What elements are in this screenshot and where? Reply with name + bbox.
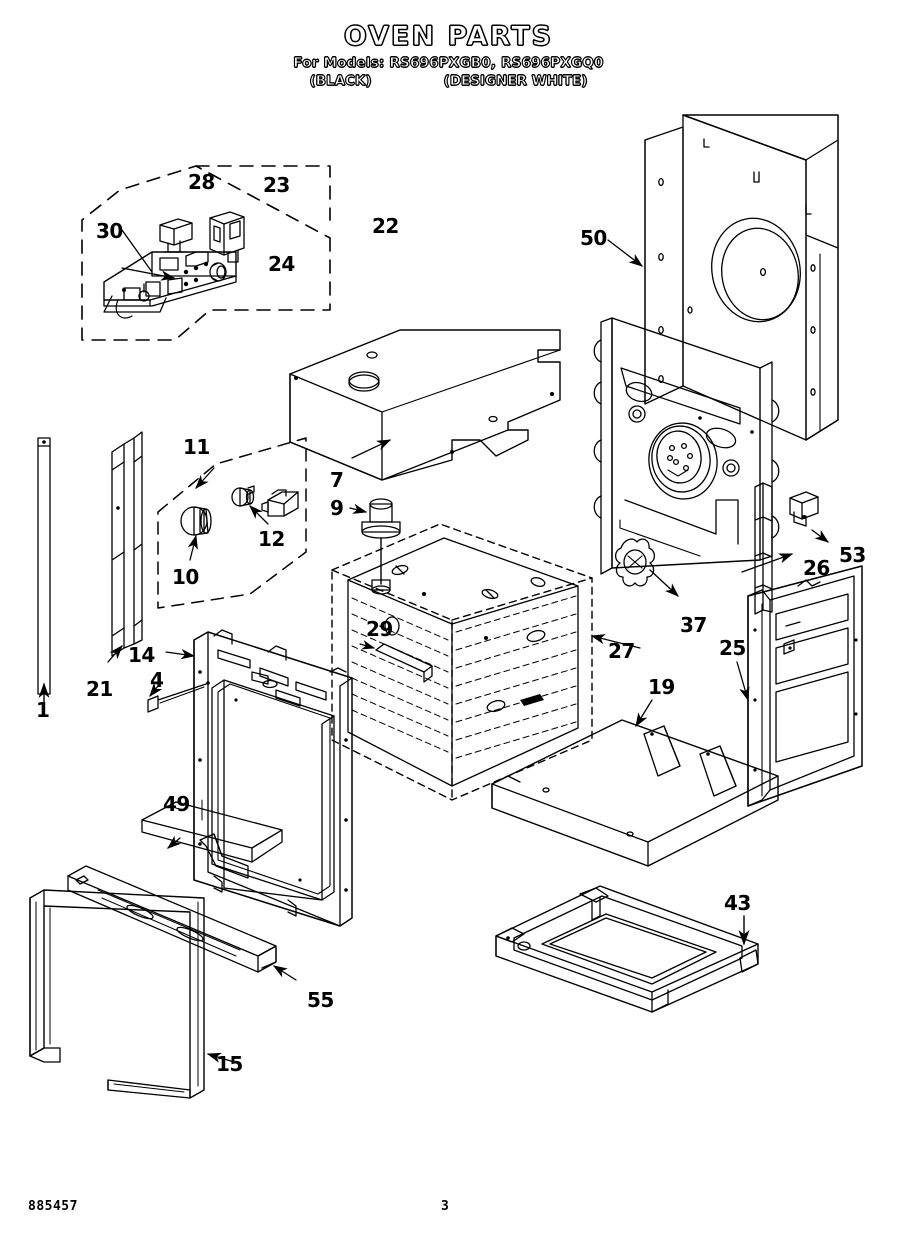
callout-27[interactable]: 27 — [608, 639, 635, 663]
finish-black-label: (BLACK) — [309, 73, 372, 90]
thermostat-sensor-part — [349, 498, 401, 595]
callout-55[interactable]: 55 — [307, 988, 334, 1012]
fan-blade-clip-part — [614, 538, 679, 597]
callout-29[interactable]: 29 — [366, 617, 393, 641]
callout-22[interactable]: 22 — [372, 214, 399, 238]
relay-part — [159, 218, 193, 253]
document-header: OVEN PARTS For Models: RS696PXGB0, RS696… — [0, 21, 897, 90]
lower-trim-bar — [141, 801, 283, 879]
bottom-tray — [495, 885, 759, 1013]
callout-37[interactable]: 37 — [680, 613, 707, 637]
callout-25[interactable]: 25 — [719, 636, 746, 660]
callout-9[interactable]: 9 — [330, 496, 344, 520]
knob-small-part — [231, 485, 269, 525]
callout-28[interactable]: 28 — [188, 170, 215, 194]
bottom-shelf-panel — [491, 699, 779, 867]
callout-49[interactable]: 49 — [163, 792, 190, 816]
vertical-bracket-part — [741, 482, 794, 615]
side-trim-rails — [107, 431, 143, 663]
bracket-clip-part — [789, 491, 830, 543]
finishes-line: (BLACK) (DESIGNER WHITE) — [0, 73, 897, 90]
callout-19[interactable]: 19 — [648, 675, 675, 699]
models-line: For Models: RS696PXGB0, RS696PXGQ0 — [293, 55, 604, 72]
callout-4[interactable]: 4 — [150, 668, 164, 692]
callout-10[interactable]: 10 — [172, 565, 199, 589]
callout-43[interactable]: 43 — [724, 891, 751, 915]
callout-23[interactable]: 23 — [263, 173, 290, 197]
finish-white-label: (DESIGNER WHITE) — [443, 73, 588, 90]
callout-14[interactable]: 14 — [128, 643, 155, 667]
oven-cavity-liner — [331, 523, 641, 801]
screw-part — [147, 681, 210, 713]
callout-1[interactable]: 1 — [36, 698, 50, 722]
side-access-panel — [736, 565, 863, 807]
door-trim-strip — [37, 437, 51, 713]
callout-15[interactable]: 15 — [216, 1052, 243, 1076]
callout-53[interactable]: 53 — [839, 543, 866, 567]
callout-11[interactable]: 11 — [183, 435, 210, 459]
callout-50[interactable]: 50 — [580, 226, 607, 250]
front-frame — [165, 629, 353, 927]
control-assembly-boundary — [81, 165, 331, 341]
rear-bulkhead-blower — [593, 317, 780, 575]
callout-26[interactable]: 26 — [803, 556, 830, 580]
document-code: 885457 — [28, 1199, 78, 1214]
page-number: 3 — [441, 1199, 449, 1214]
door-gasket — [29, 889, 235, 1099]
callout-21[interactable]: 21 — [86, 677, 113, 701]
callout-30[interactable]: 30 — [96, 219, 123, 243]
callout-7[interactable]: 7 — [330, 468, 344, 492]
knob-group-boundary — [157, 437, 307, 609]
bushing-part — [209, 262, 227, 282]
page-title: OVEN PARTS — [343, 21, 554, 52]
connector-part — [261, 489, 299, 517]
callout-24[interactable]: 24 — [268, 252, 295, 276]
control-board-assembly — [103, 229, 237, 319]
knob-large-part — [180, 506, 212, 561]
switch-part — [209, 211, 245, 263]
rear-panel — [607, 114, 839, 441]
front-kick-trim — [67, 865, 297, 981]
oven-top-panel — [289, 329, 561, 481]
callout-12[interactable]: 12 — [258, 527, 285, 551]
